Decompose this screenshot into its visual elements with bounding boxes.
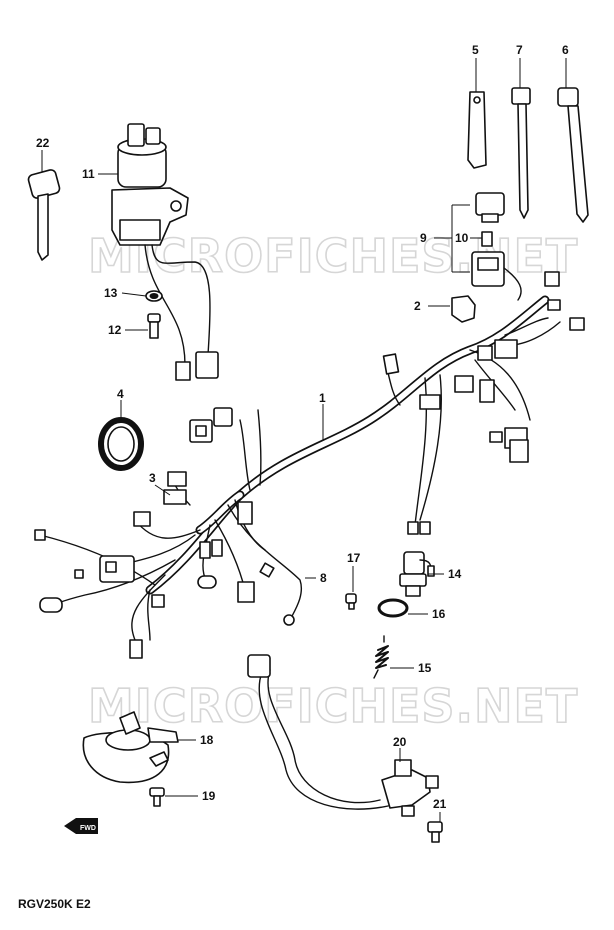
bolt-17	[345, 593, 357, 610]
model-code: RGV250K E2	[18, 897, 91, 911]
callout-11: 11	[82, 167, 95, 181]
callout-10: 10	[455, 231, 469, 245]
callout-14: 14	[448, 567, 462, 581]
screw	[147, 313, 161, 339]
relay-group	[471, 192, 522, 301]
callout-2: 2	[414, 299, 421, 313]
callout-15: 15	[418, 661, 432, 675]
callout-7: 7	[516, 43, 523, 57]
callout-16: 16	[432, 607, 446, 621]
cable-tie-7	[511, 87, 531, 219]
cable-tie-6	[557, 87, 589, 223]
callout-6: 6	[562, 43, 569, 57]
front-marker-label: FWD	[80, 825, 96, 832]
clamp-5	[467, 91, 487, 169]
connector-2	[451, 295, 476, 323]
callout-8: 8	[320, 571, 327, 585]
harness-connectors	[34, 271, 585, 659]
horn	[82, 711, 179, 784]
grommet	[98, 417, 144, 471]
ignition-switch	[111, 123, 219, 381]
front-direction-marker: FWD	[64, 818, 98, 834]
horn-bolt	[149, 787, 165, 807]
callout-13: 13	[104, 286, 118, 300]
callout-9: 9	[420, 231, 427, 245]
callout-5: 5	[472, 43, 479, 57]
callout-18: 18	[200, 733, 214, 747]
callout-12: 12	[108, 323, 122, 337]
callout-17: 17	[347, 551, 361, 565]
watermark-bottom: MICROFICHES.NET	[88, 679, 578, 733]
callout-20: 20	[393, 735, 407, 749]
brake-light-switch	[247, 654, 439, 817]
neutral-switch	[399, 551, 435, 597]
callout-4: 4	[117, 387, 124, 401]
washer	[145, 290, 163, 302]
callout-numbers: 22 11 13 12 4 3 1 5 7 6 9 10 2 8 17 14 1…	[36, 43, 569, 811]
callout-22: 22	[36, 136, 50, 150]
callout-1: 1	[319, 391, 326, 405]
callout-21: 21	[433, 797, 447, 811]
callout-19: 19	[202, 789, 216, 803]
o-ring	[377, 598, 409, 618]
callout-3: 3	[149, 471, 156, 485]
spring	[373, 635, 389, 679]
ignition-key	[27, 169, 61, 261]
callout-leaders	[41, 58, 567, 822]
screw-21	[427, 821, 443, 843]
